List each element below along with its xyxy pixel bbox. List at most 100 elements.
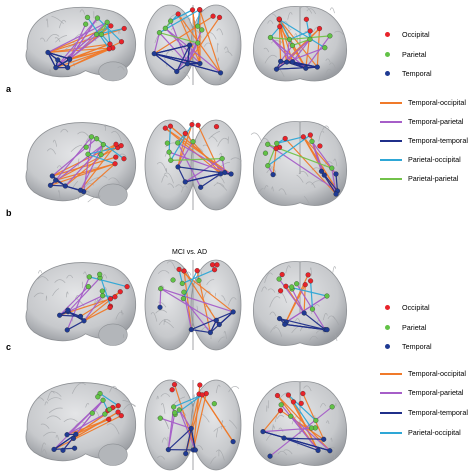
- brain-sulcus: [215, 384, 221, 394]
- brain-sulcus: [48, 407, 63, 414]
- parietal-node: [294, 281, 300, 287]
- parietal-occipital-line-swatch: [380, 159, 402, 161]
- occipital-node: [117, 289, 123, 295]
- temporal-node: [276, 316, 283, 322]
- node-legend-top: Occipital Parietal Temporal: [380, 0, 474, 90]
- brain-sulcus: [33, 292, 44, 298]
- occipital-node: [108, 23, 114, 29]
- parietal-node: [329, 165, 335, 171]
- brain-sulcus: [58, 19, 67, 29]
- brain-sulcus: [164, 59, 168, 67]
- parietal-occipital-edge: [87, 146, 118, 155]
- parietal-node: [309, 138, 315, 144]
- parietal-node: [99, 288, 105, 294]
- parietal-parietal-edge: [96, 21, 108, 35]
- brain-sulcus: [37, 276, 49, 281]
- legend-label-occipital: Occipital: [402, 30, 430, 39]
- temporal-parietal-edge: [278, 278, 305, 314]
- region-nodes: [47, 134, 127, 195]
- temporal-parietal-edge: [153, 32, 160, 54]
- brain-sulcus: [183, 71, 191, 79]
- temporal-temporal-edge: [191, 329, 211, 334]
- region-nodes: [260, 390, 335, 459]
- brain-view-row3-coronal: [252, 261, 348, 346]
- temporal-temporal-edge: [187, 63, 221, 74]
- brain-sulcus: [303, 195, 311, 205]
- brain-sulcus: [323, 312, 328, 321]
- brain-sulcus: [163, 319, 166, 325]
- temporal-node: [185, 61, 191, 67]
- legend-label-temporal: Temporal: [402, 342, 432, 351]
- occipital-node: [278, 288, 284, 294]
- brain-sulcus: [156, 162, 167, 173]
- connection-edges: [47, 17, 125, 69]
- parietal-occipital-line-swatch: [380, 432, 402, 434]
- brain-sulcus: [334, 333, 338, 342]
- brain-sulcus: [258, 188, 264, 194]
- temporal-node: [53, 177, 59, 183]
- brain-sulcus: [228, 386, 240, 393]
- temporal-node: [78, 187, 84, 193]
- parietal-node: [98, 152, 104, 158]
- parietal-node: [267, 34, 273, 41]
- occipital-node: [118, 39, 125, 45]
- occipital-node: [290, 399, 297, 405]
- brain-view-row1-axial: [144, 4, 242, 86]
- brain-sulcus: [278, 188, 287, 196]
- region-nodes: [262, 132, 340, 197]
- temporal-node: [207, 329, 213, 336]
- cerebellum: [98, 443, 128, 466]
- parietal-occipital-edge: [106, 22, 111, 45]
- parietal-occipital-edge: [170, 124, 193, 161]
- occipital-node: [212, 267, 218, 273]
- temporal-temporal-edge: [177, 166, 186, 183]
- occipital-node: [189, 122, 195, 128]
- parietal-node: [322, 45, 328, 51]
- temporal-temporal-edge: [66, 320, 85, 331]
- occipital-node: [197, 7, 203, 13]
- temporal-temporal-edge: [284, 323, 326, 331]
- brain-sulcus: [150, 312, 158, 322]
- occipital-node: [303, 16, 309, 22]
- occipital-node-marker: [385, 32, 390, 37]
- brain-sulcus: [163, 172, 174, 184]
- parietal-node: [85, 284, 91, 290]
- parietal-node: [89, 410, 95, 416]
- temporal-parietal-edge: [164, 27, 201, 64]
- temporal-parietal-edge: [177, 142, 232, 175]
- brain-sulcus: [272, 425, 275, 431]
- brain-sulcus: [47, 391, 55, 401]
- brain-sulcus: [46, 33, 60, 42]
- temporal-occipital-edge: [177, 13, 201, 64]
- brain-sulcus: [322, 125, 330, 131]
- temporal-occipital-edge: [201, 394, 234, 442]
- brain-sulcus: [118, 30, 121, 34]
- brain-sulcus: [210, 456, 217, 464]
- temporal-parietal-edge: [262, 427, 316, 433]
- parietal-node: [199, 27, 205, 33]
- parietal-node: [156, 30, 162, 36]
- legend-label-parietal-parietal: Parietal-parietal: [408, 174, 459, 183]
- brain-sulcus: [49, 69, 52, 77]
- parietal-node: [289, 284, 295, 290]
- brain-sulcus: [264, 54, 277, 64]
- brain-sulcus: [206, 279, 215, 286]
- brain-sulcus: [309, 335, 318, 341]
- brain-view-row1-coronal: [252, 5, 348, 82]
- panel-letter-b: b: [6, 208, 12, 218]
- temporal-node: [49, 173, 55, 179]
- brain-sulcus: [66, 274, 74, 279]
- parietal-occipital-edge: [170, 9, 193, 22]
- temporal-occipital-edge: [192, 393, 207, 451]
- parietal-node: [83, 144, 89, 150]
- parietal-node: [327, 33, 333, 39]
- parietal-node: [100, 397, 106, 403]
- brain-sulcus: [156, 395, 159, 400]
- temporal-node: [217, 70, 224, 76]
- parietal-node: [98, 31, 105, 37]
- parietal-node: [100, 142, 106, 148]
- temporal-node: [57, 312, 63, 318]
- brain-sulcus: [120, 310, 123, 316]
- occipital-node: [124, 284, 130, 290]
- temporal-node: [327, 448, 333, 454]
